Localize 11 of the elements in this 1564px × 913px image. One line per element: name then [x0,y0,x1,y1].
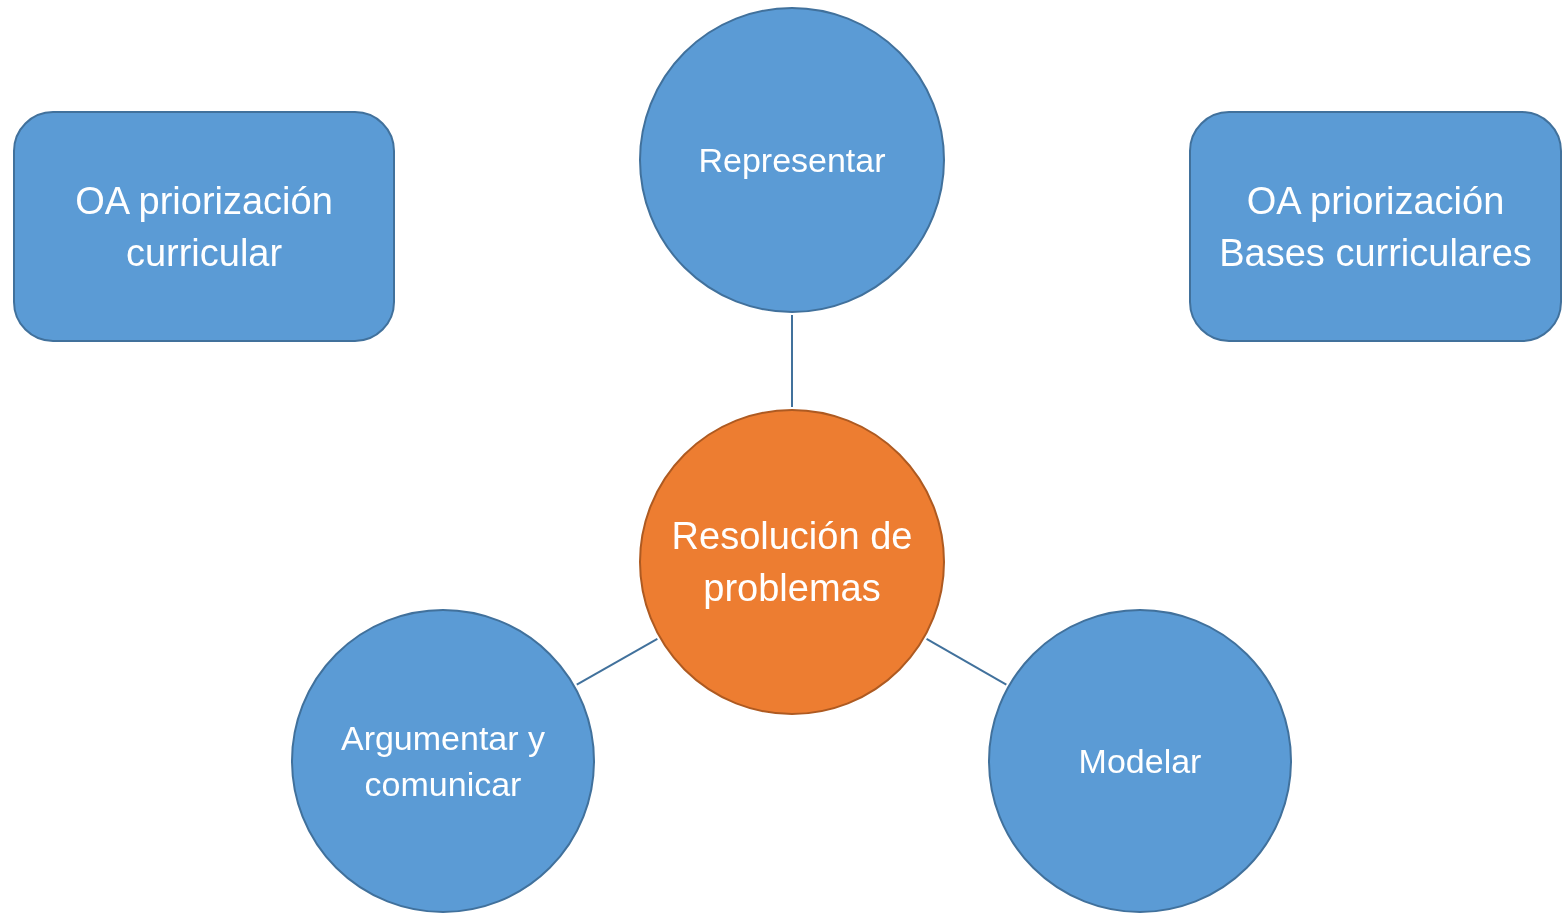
node-label: Modelar [1078,741,1202,782]
connector-line [925,637,1008,686]
connector-line [791,314,793,408]
node-label: Argumentar y comunicar [339,718,547,805]
node-label: Resolución de problemas [670,514,914,611]
node-label: OA priorización Bases curriculares [1218,178,1533,276]
connector-line [575,637,659,686]
node-label: Representar [698,140,886,181]
node-label: OA priorización curricular [74,178,334,276]
rounded-box [1189,111,1562,342]
rounded-box [13,111,395,342]
